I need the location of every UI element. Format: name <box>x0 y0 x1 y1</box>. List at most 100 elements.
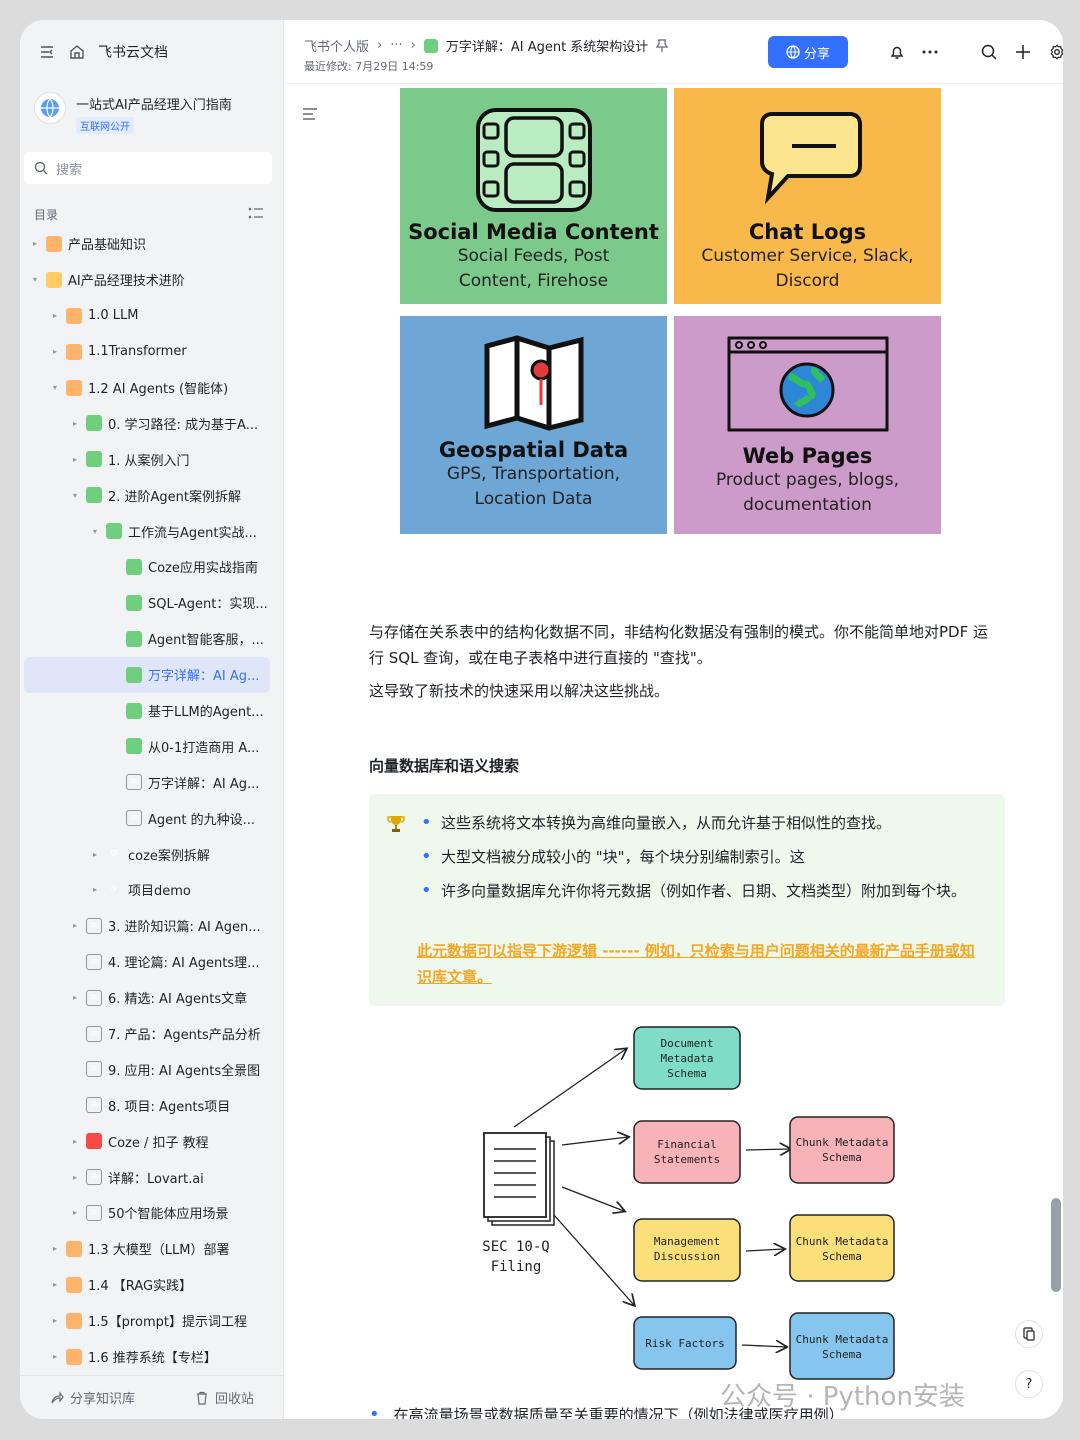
sidebar-tree-item[interactable]: ▸1.1Transformer <box>20 334 284 370</box>
breadcrumb-root[interactable]: 飞书个人版 <box>304 40 370 55</box>
pin-icon[interactable] <box>656 38 669 53</box>
collapse-sidebar-icon[interactable] <box>38 43 56 61</box>
sidebar-tree-item[interactable]: ▸⚙coze案例拆解 <box>20 836 284 872</box>
page-icon: ≡ <box>126 774 142 791</box>
caret-right-icon[interactable]: ▸ <box>52 1316 57 1326</box>
outline-toggle-icon[interactable] <box>302 106 318 125</box>
sidebar-tree-label: 1.2 AI Agents (智能体) <box>88 382 229 397</box>
sidebar-tree-item[interactable]: Coze应用实战指南 <box>20 549 284 585</box>
settings-gear-icon[interactable] <box>1045 40 1063 64</box>
tile-title: Chat Logs <box>748 220 867 244</box>
sidebar-tree-item[interactable]: ▾AI产品经理技术进阶 <box>20 262 284 298</box>
page-icon: ≡ <box>86 953 102 970</box>
sidebar-tree-item[interactable]: 万字详解：AI Ag... <box>24 656 270 693</box>
sidebar-tree-item[interactable]: 基于LLM的Agent... <box>20 693 284 729</box>
sidebar-search[interactable]: 搜索 <box>24 152 272 184</box>
caret-right-icon[interactable]: ▸ <box>72 418 77 428</box>
sidebar-tree-item[interactable]: ▸1.0 LLM <box>20 298 284 334</box>
share-kb-button[interactable]: 分享知识库 <box>50 1388 135 1407</box>
bell-icon[interactable] <box>885 40 909 64</box>
sidebar-tree-item[interactable]: Agent智能客服，... <box>20 621 284 657</box>
caret-right-icon[interactable]: ▸ <box>72 1136 77 1146</box>
sidebar-tree-item[interactable]: ▸≡6. 精选: AI Agents文章 <box>20 980 284 1016</box>
caret-right-icon[interactable]: ▸ <box>92 849 97 859</box>
caret-right-icon[interactable]: ▸ <box>72 1208 77 1218</box>
toc-options-icon[interactable] <box>248 206 264 220</box>
caret-right-icon[interactable]: ▸ <box>52 311 57 321</box>
sidebar-tree-item[interactable]: ▸产品基础知识 <box>20 226 284 262</box>
sidebar-tree-item[interactable]: ≡万字详解：AI Ag... <box>20 764 284 800</box>
caret-right-icon[interactable]: ▸ <box>72 993 77 1003</box>
caret-right-icon[interactable]: ▸ <box>52 1244 57 1254</box>
sidebar-tree-item[interactable]: ▸1.4 【RAG实践】 <box>20 1267 284 1303</box>
folder-icon <box>66 1276 82 1293</box>
more-icon[interactable] <box>918 40 942 64</box>
scrollbar-thumb[interactable] <box>1051 1198 1061 1292</box>
trash-icon <box>196 1391 207 1405</box>
caret-right-icon[interactable]: ▸ <box>52 1280 57 1290</box>
add-icon[interactable] <box>1011 40 1035 64</box>
help-icon[interactable]: ? <box>1015 1370 1043 1398</box>
sidebar-tree-item[interactable]: ▸ 1.5【prompt】提示词工程 <box>20 1303 284 1339</box>
sidebar-tree-item[interactable]: ▾ 1.2 AI Agents (智能体) <box>20 370 284 406</box>
caret-down-icon[interactable]: ▾ <box>32 275 37 285</box>
app-window: 飞书云文档 一站式AI产品经理入门指南 互联网公开 搜索 目录 ▸产品基础知识▾… <box>20 20 1063 1419</box>
doc-icon <box>126 594 142 611</box>
svg-text:Schema: Schema <box>822 1348 862 1361</box>
knowledge-base-header[interactable]: 一站式AI产品经理入门指南 互联网公开 <box>34 92 232 134</box>
sidebar-footer: 分享知识库 回收站 <box>20 1375 284 1419</box>
sidebar-tree-item[interactable]: ▸1.3 大模型（LLM）部署 <box>20 1231 284 1267</box>
breadcrumb-current[interactable]: 万字详解：AI Agent 系统架构设计 <box>445 40 649 55</box>
sidebar-tree-item[interactable]: ≡9. 应用: AI Agents全景图 <box>20 1051 284 1087</box>
map-icon <box>484 335 583 431</box>
caret-down-icon[interactable]: ▾ <box>52 383 57 392</box>
sidebar-tree-item[interactable]: ▾2. 进阶Agent案例拆解 <box>20 477 284 513</box>
caret-right-icon[interactable]: ▸ <box>52 347 57 357</box>
folder-icon <box>66 1312 82 1329</box>
section-heading: 向量数据库和语义搜索 <box>369 757 520 775</box>
trash-button[interactable]: 回收站 <box>195 1388 254 1407</box>
breadcrumb-more[interactable]: ··· <box>390 38 403 53</box>
sidebar-tree-item[interactable]: ▸≡50个智能体应用场景 <box>20 1195 284 1231</box>
toc-label: 目录 <box>34 208 59 222</box>
sidebar-tree-label: 项目demo <box>128 884 191 900</box>
sidebar-tree-item[interactable]: ▸Coze / 扣子 教程 <box>20 1123 284 1159</box>
folder-icon <box>66 1240 82 1257</box>
caret-right-icon[interactable]: ▸ <box>32 239 37 249</box>
caret-right-icon[interactable]: ▸ <box>52 1352 57 1362</box>
caret-right-icon[interactable]: ▸ <box>72 921 77 931</box>
caret-down-icon[interactable]: ▾ <box>72 490 77 500</box>
sidebar-tree-item[interactable]: ▾工作流与Agent实战... <box>20 513 284 549</box>
share-button[interactable]: 分享 <box>768 36 848 68</box>
sidebar-tree-item[interactable]: 从0-1打造商用 A... <box>20 728 284 764</box>
app-name[interactable]: 飞书云文档 <box>98 45 168 61</box>
caret-right-icon[interactable]: ▸ <box>92 885 97 895</box>
sidebar-tree-item[interactable]: SQL-Agent：实现... <box>20 585 284 621</box>
document-metadata-box: Document Metadata Schema <box>633 1026 741 1090</box>
svg-text:Chunk Metadata: Chunk Metadata <box>796 1136 889 1149</box>
sidebar-tree-item[interactable]: ≡Agent 的九种设... <box>20 800 284 836</box>
sidebar-tree-item[interactable]: ▸✈项目demo <box>20 872 284 908</box>
sidebar-tree-item[interactable]: ▸1. 从案例入门 <box>20 441 284 477</box>
sidebar-tree-item[interactable]: ▸≡3. 进阶知识篇: AI Agen... <box>20 908 284 944</box>
search-icon[interactable] <box>977 40 1001 64</box>
sidebar-tree-label: 1.5【prompt】提示词工程 <box>88 1315 247 1331</box>
copy-doc-icon[interactable] <box>1015 1320 1043 1348</box>
caret-right-icon[interactable]: ▸ <box>72 1172 77 1182</box>
home-icon[interactable] <box>68 43 86 61</box>
sidebar-tree-item[interactable]: ≡4. 理论篇: AI Agents理... <box>20 944 284 980</box>
sidebar-tree-item[interactable]: ≡8. 项目: Agents项目 <box>20 1087 284 1123</box>
sidebar-tree-label: 3. 进阶知识篇: AI Agen... <box>108 920 261 936</box>
svg-text:Metadata: Metadata <box>661 1052 714 1065</box>
doc-header: 飞书个人版 › ··· › 万字详解：AI Agent 系统架构设计 最近修改:… <box>284 20 1063 84</box>
management-discussion-box: Management Discussion <box>633 1218 741 1282</box>
sidebar-tree-item[interactable]: ▸0. 学习路径: 成为基于A... <box>20 405 284 441</box>
tile-geospatial: Geospatial Data GPS, Transportation, Loc… <box>400 316 667 534</box>
search-icon <box>34 161 48 175</box>
caret-down-icon[interactable]: ▾ <box>92 526 97 536</box>
sidebar-tree-item[interactable]: ▸≡详解：Lovart.ai <box>20 1159 284 1195</box>
sidebar-tree-item[interactable]: ▸1.6 推荐系统【专栏】 <box>20 1339 284 1375</box>
globe-icon <box>786 45 800 59</box>
sidebar-tree-item[interactable]: ≡7. 产品：Agents产品分析 <box>20 1016 284 1052</box>
caret-right-icon[interactable]: ▸ <box>72 454 77 464</box>
